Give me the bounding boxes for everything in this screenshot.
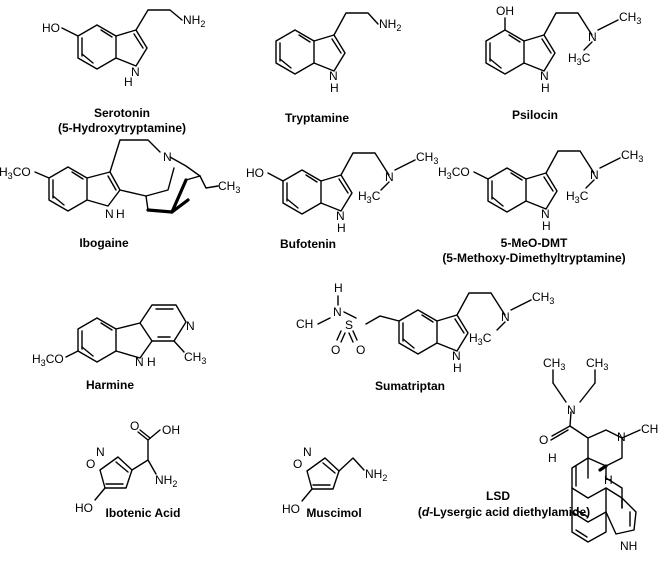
- svg-text:H3C: H3C: [568, 51, 591, 67]
- ibogaine-name: Ibogaine: [79, 236, 129, 250]
- sumatriptan-structure: H N S CH O O N CH3 H3C N H: [296, 281, 554, 375]
- svg-text:H: H: [334, 281, 343, 295]
- svg-text:CH3: CH3: [586, 356, 608, 372]
- 5-meo-dmt-alt-name: (5-Methoxy-Dimethyltryptamine): [442, 251, 625, 265]
- lsd-name: LSD: [486, 489, 510, 503]
- svg-text:N: N: [501, 310, 510, 324]
- svg-text:HO: HO: [75, 501, 93, 515]
- svg-text:H3C: H3C: [358, 189, 381, 205]
- tryptamine-name: Tryptamine: [285, 111, 349, 125]
- svg-text:H: H: [147, 355, 156, 369]
- serotonin-name: Serotonin: [94, 106, 150, 120]
- ibogaine-structure: H3CO N CH3 N H: [0, 139, 240, 221]
- svg-text:H: H: [337, 221, 346, 235]
- svg-text:NH2: NH2: [155, 473, 177, 489]
- svg-text:H: H: [330, 81, 339, 95]
- svg-text:N: N: [588, 30, 597, 44]
- svg-text:O: O: [86, 457, 95, 471]
- svg-text:HO: HO: [246, 166, 264, 180]
- bufotenin-name: Bufotenin: [280, 237, 336, 251]
- ibotenic-acid-name: Ibotenic Acid: [106, 506, 181, 520]
- svg-text:H3C: H3C: [566, 189, 589, 205]
- serotonin-alt-name: (5-Hydroxytryptamine): [58, 121, 186, 135]
- 5-meo-dmt-structure: H3CO N CH3 H3C N H: [438, 148, 643, 233]
- svg-text:H: H: [124, 75, 133, 89]
- svg-text:CH3: CH3: [184, 350, 206, 366]
- svg-text:N: N: [617, 430, 626, 444]
- svg-text:O: O: [293, 457, 302, 471]
- svg-text:N: N: [336, 209, 345, 223]
- svg-text:CH3: CH3: [532, 290, 554, 306]
- harmine-structure: N H3CO CH3 N H: [32, 304, 206, 369]
- sumatriptan-name: Sumatriptan: [375, 379, 445, 393]
- svg-text:N: N: [96, 445, 105, 459]
- svg-text:OH: OH: [162, 423, 180, 437]
- 5-meo-dmt-name: 5-MeO-DMT: [501, 236, 568, 250]
- svg-text:NH2: NH2: [365, 467, 387, 483]
- svg-text:N: N: [452, 349, 461, 363]
- svg-text:H: H: [604, 473, 613, 487]
- svg-text:N: N: [186, 319, 195, 333]
- svg-text:N: N: [105, 207, 114, 221]
- ibotenic-acid-structure: OH O NH2 O N HO: [75, 419, 180, 515]
- svg-text:N: N: [329, 69, 338, 83]
- svg-text:HO: HO: [282, 502, 300, 516]
- svg-text:O: O: [539, 433, 548, 447]
- svg-text:CH3: CH3: [619, 10, 641, 26]
- svg-text:H: H: [548, 451, 557, 465]
- svg-text:H: H: [116, 207, 125, 221]
- lsd-alt-name: (d-Lysergic acid diethylamide): [418, 505, 590, 519]
- svg-text:H3C: H3C: [469, 331, 492, 347]
- psilocin-structure: OH N CH3 H3C N H: [485, 4, 641, 95]
- serotonin-structure: HO NH2 N H: [42, 9, 205, 89]
- svg-text:N: N: [135, 355, 144, 369]
- svg-text:N: N: [303, 445, 312, 459]
- psilocin-name: Psilocin: [512, 108, 558, 122]
- muscimol-structure: NH2 O N HO: [282, 445, 387, 516]
- harmine-name: Harmine: [86, 378, 134, 392]
- svg-text:S: S: [345, 318, 353, 332]
- hydroxyl-label: HO: [42, 21, 60, 35]
- svg-text:CH3: CH3: [218, 179, 240, 195]
- svg-text:N: N: [163, 150, 172, 164]
- svg-text:O: O: [331, 343, 340, 357]
- svg-text:H3CO: H3CO: [32, 352, 64, 368]
- muscimol-name: Muscimol: [306, 506, 361, 520]
- svg-text:N: N: [567, 403, 576, 417]
- svg-text:N: N: [333, 305, 342, 319]
- tryptamine-structure: NH2 N H: [275, 12, 401, 95]
- svg-text:O: O: [130, 419, 139, 433]
- svg-text:CH3: CH3: [621, 148, 643, 164]
- svg-text:NH: NH: [620, 539, 637, 553]
- amine-label: NH2: [379, 17, 401, 33]
- bufotenin-structure: HO N CH3 H3C N H: [246, 150, 438, 235]
- indole-nh-label: N: [131, 65, 140, 79]
- svg-text:CH: CH: [296, 317, 313, 331]
- svg-text:CH3: CH3: [416, 150, 438, 166]
- svg-text:H: H: [453, 361, 462, 375]
- svg-text:N: N: [540, 69, 549, 83]
- svg-text:N: N: [541, 207, 550, 221]
- svg-text:N: N: [590, 168, 599, 182]
- svg-text:OH: OH: [496, 4, 514, 18]
- amine-label: NH2: [183, 13, 205, 29]
- svg-text:CH: CH: [641, 422, 658, 436]
- svg-text:N: N: [385, 170, 394, 184]
- svg-text:H3CO: H3CO: [438, 165, 470, 181]
- lsd-structure: CH3 CH3 N O N CH H H NH: [539, 356, 658, 553]
- svg-text:H3CO: H3CO: [0, 165, 31, 181]
- svg-text:O: O: [356, 343, 365, 357]
- svg-text:CH3: CH3: [543, 356, 565, 372]
- svg-text:H: H: [541, 81, 550, 95]
- svg-text:H: H: [542, 219, 551, 233]
